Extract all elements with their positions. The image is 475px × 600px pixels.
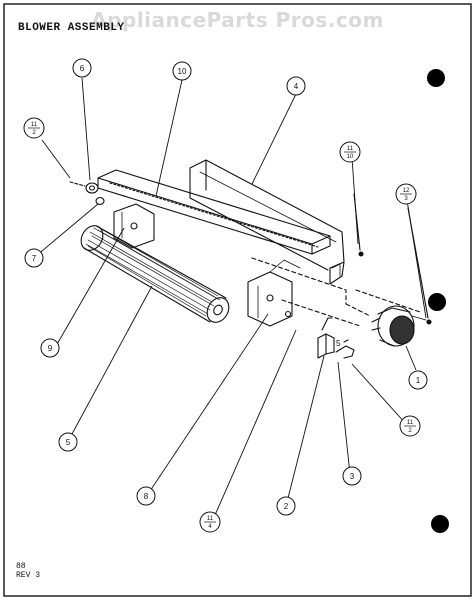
callout-3: [342, 466, 362, 486]
bearing-part: [69, 181, 99, 194]
footer-code: 88: [16, 562, 26, 571]
part-mark: 5: [336, 339, 341, 348]
callout-4-label: 4: [294, 82, 299, 91]
leader-lines: [35, 77, 427, 523]
callout-2-label: 2: [284, 502, 289, 511]
housing-plate-part: [97, 169, 331, 255]
callout-3-label: 3: [350, 472, 355, 481]
callout-1-label: 1: [416, 376, 421, 385]
callout-8: [136, 486, 156, 506]
alignment-line: [281, 299, 361, 327]
punch-hole-bottom: [431, 515, 449, 533]
alignment-line: [345, 303, 371, 317]
scroll-panel-part: [189, 159, 345, 285]
fraction-12-3-den: 3: [404, 196, 408, 202]
punch-hole-top: [427, 69, 445, 87]
fraction-12-3-num: 12: [403, 188, 410, 194]
diagram-title: BLOWER ASSEMBLY: [18, 22, 125, 34]
drawing-footer: 88 REV 3: [16, 562, 40, 580]
blower-wheel-part: [80, 225, 230, 323]
callout-7: [24, 248, 44, 268]
callout-5: [58, 432, 78, 452]
callout-9: [40, 338, 60, 358]
motor-mount-bracket-part: [247, 259, 301, 327]
fraction-11-2-right-num: 11: [407, 420, 414, 426]
callout-8-label: 8: [144, 492, 149, 501]
fraction-11-10-den: 10: [347, 154, 354, 160]
page-border: [3, 3, 472, 597]
callout-7-label: 7: [32, 254, 37, 263]
alignment-line: [251, 257, 347, 305]
fraction-11-2-top-den: 2: [32, 130, 36, 136]
callout-10: [172, 61, 192, 81]
fraction-11-2-top-num: 11: [31, 122, 38, 128]
fraction-11-4-num: 11: [207, 516, 214, 522]
bearing-cap-part: [95, 196, 105, 206]
motor-part: [371, 305, 427, 347]
fraction-11-2-right-den: 2: [408, 428, 412, 434]
callout-1: [408, 370, 428, 390]
callout-4: [286, 76, 306, 96]
clip-part: [317, 317, 335, 359]
fraction-11-4-den: 4: [208, 524, 212, 530]
left-bracket-part: [113, 203, 155, 249]
callout-6-label: 6: [80, 64, 85, 73]
callout-9-label: 9: [48, 344, 53, 353]
watermark: ApplianceParts Pros.com: [91, 8, 384, 32]
callout-10-label: 10: [178, 67, 187, 76]
fraction-11-10-num: 11: [347, 146, 354, 152]
callout-2: [276, 496, 296, 516]
alignment-line: [355, 289, 421, 313]
footer-revision: REV 3: [16, 571, 41, 580]
punch-hole-middle: [428, 293, 446, 311]
retainer-spring-part: [335, 339, 355, 359]
callout-6: [72, 58, 92, 78]
callout-5-label: 5: [66, 438, 71, 447]
